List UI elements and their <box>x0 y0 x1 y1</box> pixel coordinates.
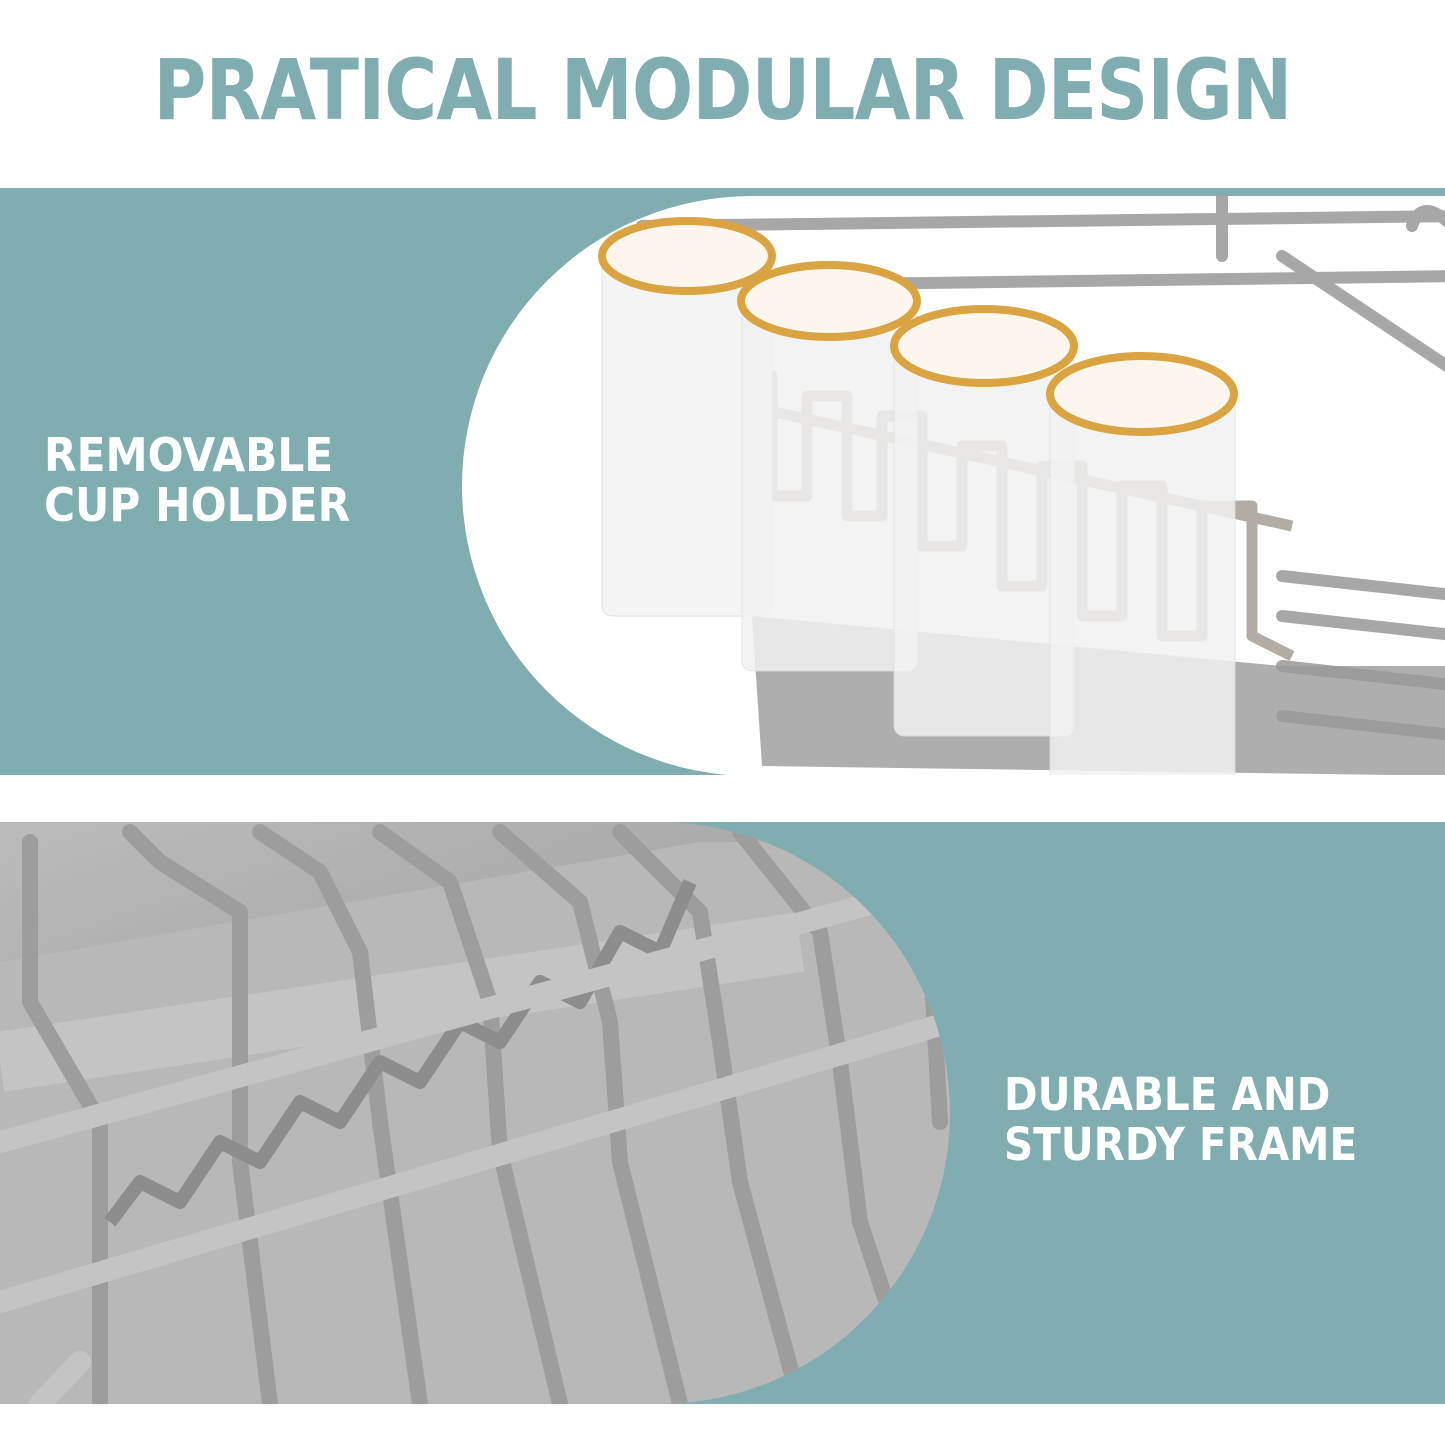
glass-icon <box>890 305 1078 737</box>
feature-caption-cup-holder: REMOVABLE CUP HOLDER <box>44 430 350 530</box>
glass-icon <box>1046 352 1238 775</box>
feature-panel-cup-holder: REMOVABLE CUP HOLDER <box>0 188 1445 775</box>
glass-icon <box>598 217 776 617</box>
caption-line: REMOVABLE <box>44 428 334 482</box>
caption-line: STURDY FRAME <box>1004 1118 1358 1171</box>
caption-line: CUP HOLDER <box>44 478 351 532</box>
feature-panel-frame: DURABLE AND STURDY FRAME <box>0 822 1445 1404</box>
dish-rack-frame-illustration <box>0 824 950 1404</box>
dish-rack-cup-holder-illustration <box>598 196 1445 775</box>
page-title: PRATICAL MODULAR DESIGN <box>153 41 1293 139</box>
cup-holder-product-image <box>462 196 1445 775</box>
glass-icon <box>737 261 921 672</box>
caption-line: DURABLE AND <box>1004 1068 1331 1121</box>
frame-product-image <box>0 822 950 1404</box>
feature-caption-frame: DURABLE AND STURDY FRAME <box>1004 1070 1357 1170</box>
